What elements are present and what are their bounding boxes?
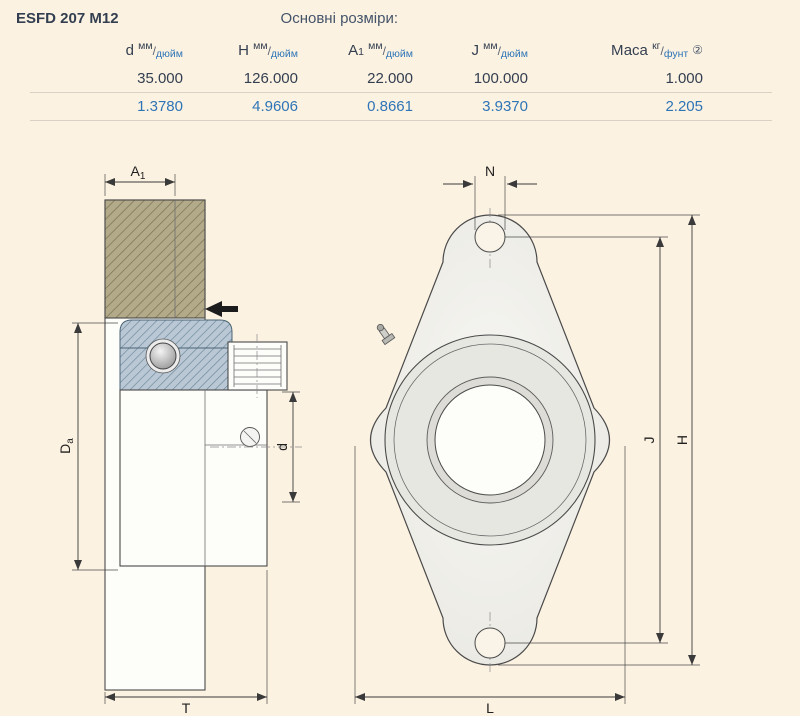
product-code: ESFD 207 M12	[16, 10, 119, 27]
value-j-inch: 3.9370	[482, 98, 528, 115]
value-d-inch: 1.3780	[137, 98, 183, 115]
dimensions-table-title: Основні розміри:	[280, 10, 399, 27]
dim-da: Da	[57, 322, 118, 571]
col-header-h: H мм/дюйм	[238, 40, 298, 60]
col-header-j: J мм/дюйм	[471, 40, 528, 60]
bore-circle	[434, 384, 546, 496]
value-d-mm: 35.000	[137, 70, 183, 87]
set-screw-slot	[243, 430, 257, 444]
dim-label-t: T	[182, 700, 191, 716]
inch-values-row: 1.3780 4.9606 0.8661 3.9370 2.205	[30, 93, 772, 121]
value-j-mm: 100.000	[473, 70, 528, 87]
dim-l: L	[354, 446, 626, 716]
value-mass-kg: 1.000	[665, 70, 703, 87]
dim-label-n: N	[485, 163, 495, 179]
dim-j: J	[505, 236, 668, 644]
value-h-inch: 4.9606	[252, 98, 298, 115]
bearing-ball	[149, 342, 177, 370]
technical-drawing: A1 Da d T	[57, 163, 700, 716]
bolt-hole-top	[474, 221, 506, 253]
dim-label-d: d	[274, 443, 290, 451]
mm-values-row: 35.000 126.000 22.000 100.000 1.000	[30, 65, 772, 93]
dim-label-l: L	[486, 700, 494, 716]
flange-plate-section-hatch	[104, 199, 206, 319]
dim-n: N	[443, 163, 537, 230]
side-section-view: A1 Da d T	[57, 163, 302, 716]
grease-fitting-icon	[376, 323, 396, 346]
page-header: ESFD 207 M12 Основні розміри:	[0, 0, 800, 27]
dimensions-table: d мм/дюйм H мм/дюйм A1 мм/дюйм J мм/дюйм…	[30, 35, 772, 121]
dim-h: H	[498, 214, 700, 666]
boss-inner-ring	[393, 343, 587, 537]
bolt-hole-bottom	[474, 627, 506, 659]
dim-label-j: J	[641, 437, 657, 444]
table-header-row: d мм/дюйм H мм/дюйм A1 мм/дюйм J мм/дюйм…	[30, 35, 772, 65]
dim-a1: A1	[104, 163, 176, 196]
value-a1-inch: 0.8661	[367, 98, 413, 115]
front-view: N J H L	[354, 163, 700, 716]
direction-arrow-icon	[205, 301, 238, 317]
dim-label-da: Da	[57, 438, 76, 454]
dim-label-h: H	[674, 435, 690, 445]
col-header-a1: A1 мм/дюйм	[348, 40, 413, 60]
dim-d: d	[274, 391, 300, 503]
dim-t: T	[104, 570, 268, 716]
col-header-d: d мм/дюйм	[125, 40, 183, 60]
dim-label-a1: A1	[131, 163, 146, 182]
value-h-mm: 126.000	[243, 70, 298, 87]
value-a1-mm: 22.000	[367, 70, 413, 87]
grub-screw-boss	[227, 334, 288, 398]
value-mass-lb: 2.205	[665, 98, 703, 115]
mass-note-link[interactable]: ②	[692, 43, 703, 57]
bearing-outer-ring-top	[119, 319, 233, 349]
housing-body	[119, 389, 268, 567]
